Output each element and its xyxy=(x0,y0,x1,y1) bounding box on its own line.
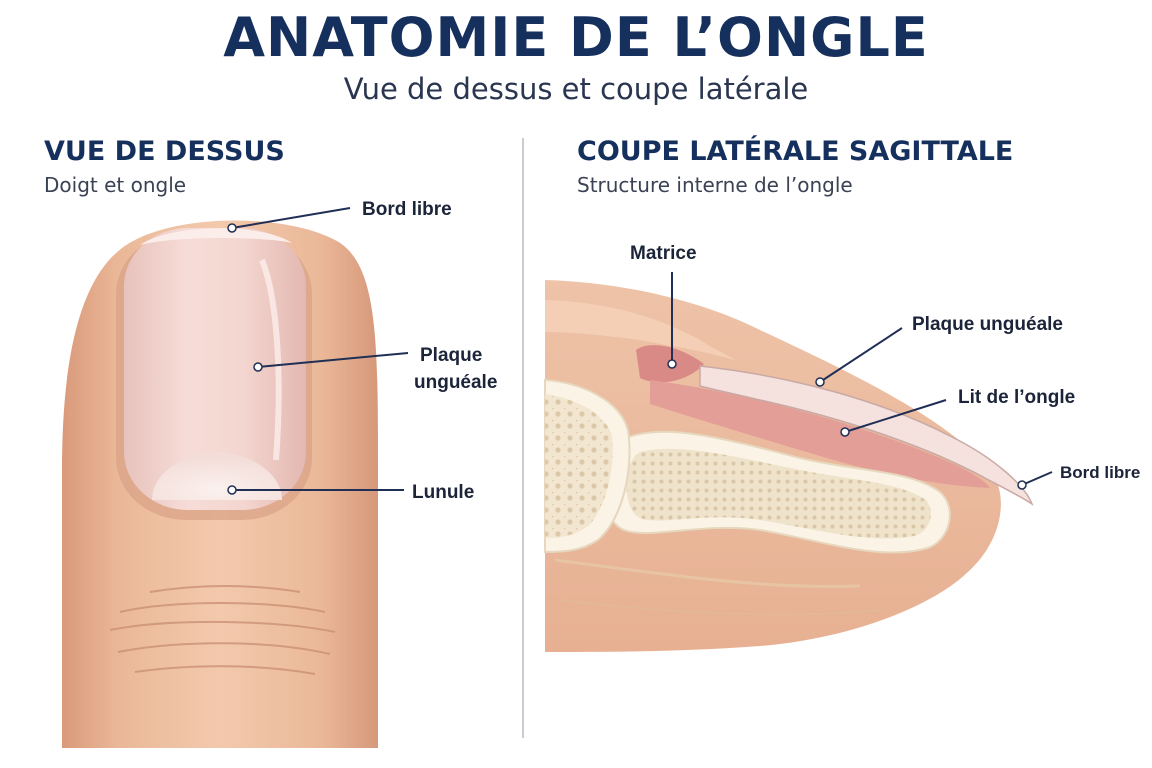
nail-plate-top xyxy=(124,228,306,510)
free-edge-top xyxy=(140,228,292,245)
label-nail-plate-side: Plaque unguéale xyxy=(912,314,1063,335)
panel-divider xyxy=(522,138,524,738)
marker-lunula xyxy=(227,485,237,495)
top-view-subtitle: Doigt et ongle xyxy=(44,173,187,197)
nail-bed-shape xyxy=(650,380,990,488)
top-view-title: VUE DE DESSUS xyxy=(44,136,285,167)
nail-plate-side xyxy=(699,365,1034,506)
label-matrix: Matrice xyxy=(630,243,697,264)
knuckle-wrinkles xyxy=(109,585,336,675)
proximal-fold xyxy=(545,300,735,360)
marker-free-edge-side xyxy=(1017,480,1027,490)
marker-nail-plate-side xyxy=(815,377,825,387)
marker-matrix xyxy=(667,359,677,369)
label-nail-plate-top-1: Plaque xyxy=(420,345,482,366)
lunula-shape xyxy=(152,452,282,500)
label-free-edge-side: Bord libre xyxy=(1060,463,1140,482)
label-nail-plate-top-2: unguéale xyxy=(414,372,497,393)
label-free-edge-top: Bord libre xyxy=(362,199,452,220)
main-subtitle: Vue de dessus et coupe latérale xyxy=(343,72,809,106)
top-view-leaders xyxy=(231,207,409,491)
middle-spongy-bone xyxy=(545,394,613,538)
marker-nail-plate-top xyxy=(253,362,263,372)
marker-free-edge-top xyxy=(227,223,237,233)
side-view-title: COUPE LATÉRALE SAGITTALE xyxy=(577,136,1014,167)
main-title: ANATOMIE DE L’ONGLE xyxy=(223,6,929,69)
finger-side-view xyxy=(544,280,1034,652)
label-nail-bed: Lit de l’ongle xyxy=(958,387,1075,408)
side-view-subtitle: Structure interne de l’ongle xyxy=(577,173,853,197)
side-view-leaders xyxy=(671,272,1053,486)
distal-spongy-bone xyxy=(626,448,931,539)
finger-top-view xyxy=(62,220,378,748)
marker-nail-bed xyxy=(840,427,850,437)
label-lunula: Lunule xyxy=(412,482,474,503)
